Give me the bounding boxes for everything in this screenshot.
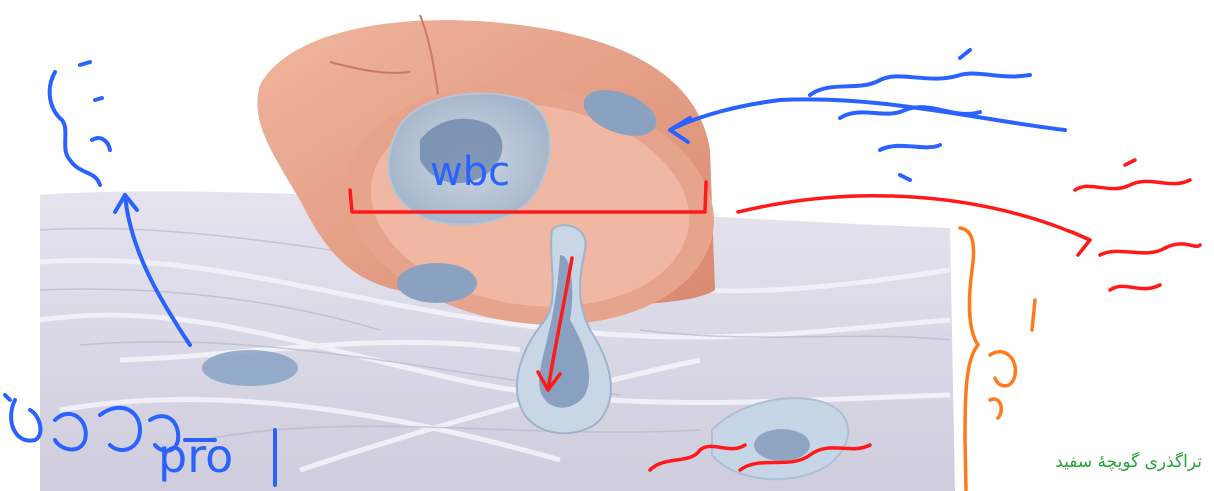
orange-annotations (960, 228, 1035, 490)
label-wbc: wbc (430, 149, 510, 195)
endothelium-arrow (670, 99, 1065, 130)
figure-caption: تراگذری گویچهٔ سفید (1055, 452, 1202, 472)
tissue-cell-right-nucleus (754, 429, 810, 461)
tissue-cell-left (202, 350, 298, 386)
label-pro: pro (158, 429, 233, 483)
endothelial-cell-bottom (397, 263, 477, 303)
tissue-bracket (960, 228, 978, 490)
